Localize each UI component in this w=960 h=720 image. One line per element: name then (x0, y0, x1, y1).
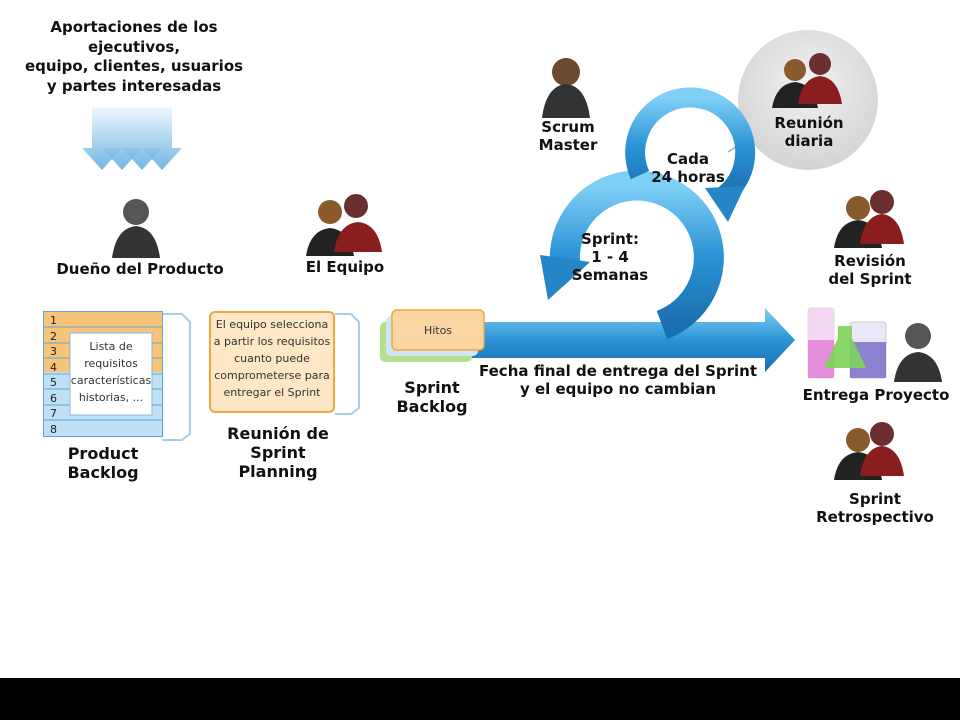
person-icon (112, 58, 942, 382)
delivery-label: Entrega Proyecto (802, 386, 950, 404)
team-label: El Equipo (305, 258, 385, 276)
delivery-flasks-icon (807, 307, 887, 379)
team-group-icon (306, 53, 904, 480)
stakeholders-title: Aportaciones de los ejecutivos,equipo, c… (24, 18, 244, 95)
product-backlog-stack (43, 311, 191, 441)
sprint-backlog-cards (380, 309, 485, 362)
input-arrows-icon (82, 108, 182, 170)
planning-note-shape (209, 311, 360, 415)
sprint-loop-arrow (549, 170, 724, 340)
daily-loop-arrow (625, 87, 756, 203)
milestones-label: Hitos (423, 324, 453, 337)
product-owner-label: Dueño del Producto (56, 260, 224, 278)
bottom-black-bar (0, 678, 960, 720)
main-flow-arrow (470, 308, 795, 372)
